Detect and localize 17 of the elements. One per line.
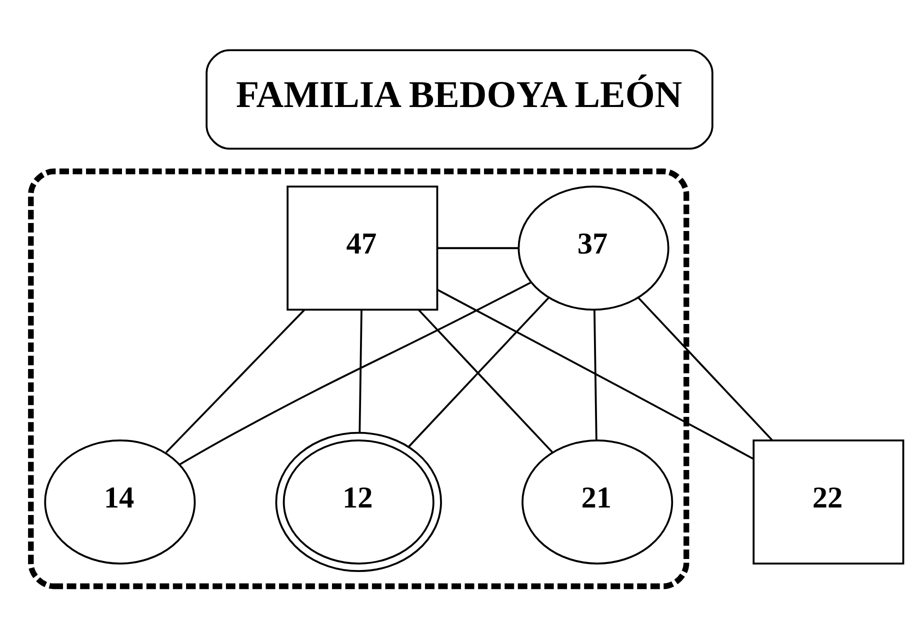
node-ellipse: 12 — [275, 431, 442, 572]
connector — [593, 309, 598, 440]
cluster — [28, 168, 690, 589]
connector — [418, 308, 554, 453]
connector — [358, 309, 362, 432]
connector — [408, 296, 550, 447]
connector — [437, 246, 518, 249]
diagram-title: FAMILIA BEDOYA LEÓN — [236, 73, 682, 116]
connector — [437, 288, 754, 460]
node-ellipse: 14 — [44, 438, 196, 564]
connector — [179, 280, 532, 465]
node-box: 22 — [752, 438, 904, 564]
node-ellipse: 21 — [522, 438, 674, 564]
node-box: 47 — [286, 185, 438, 310]
connector — [638, 296, 773, 440]
connector — [166, 308, 306, 453]
node-ellipse: 37 — [518, 185, 670, 310]
